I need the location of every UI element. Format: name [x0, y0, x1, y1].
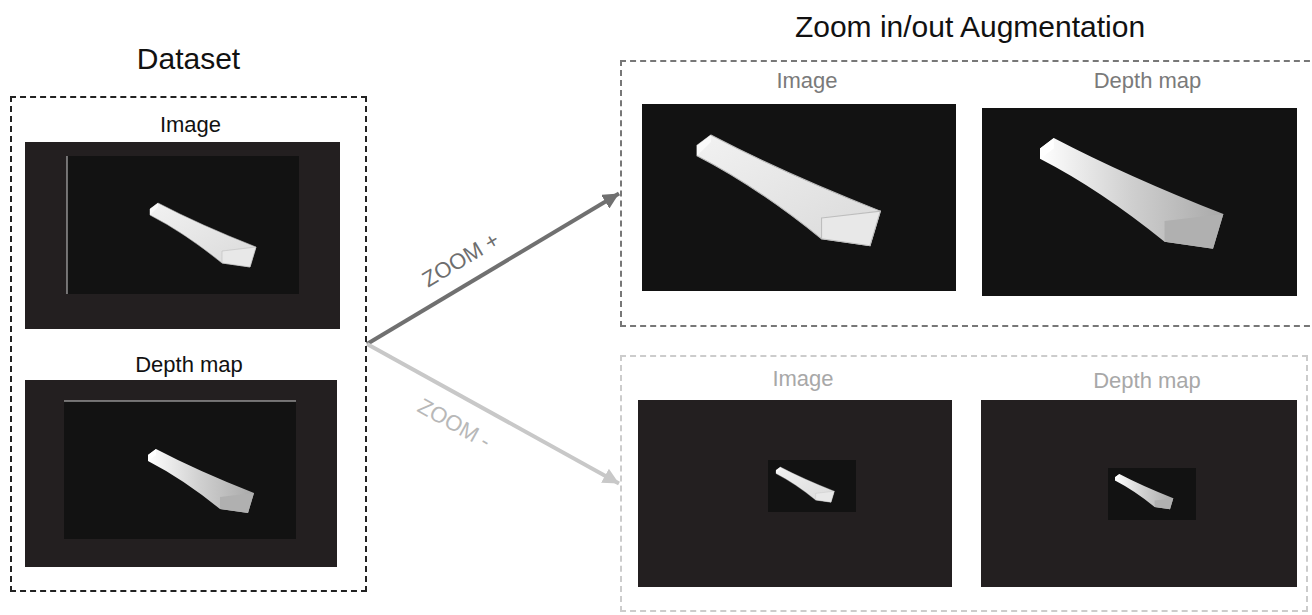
zoom-arrow: [367, 344, 619, 484]
depth-panel: Depth map: [981, 366, 1312, 588]
zoom-arrow: [367, 194, 619, 345]
panel-label: Image: [25, 112, 356, 137]
image-panel: Image: [642, 66, 972, 292]
beam-render: [697, 135, 880, 246]
beam-render: [776, 467, 834, 502]
zoom-out-group: ImageDepth map: [620, 355, 1308, 612]
panel-label: Depth map: [981, 368, 1312, 393]
image-area: [642, 104, 956, 291]
image-area: [67, 156, 299, 294]
depth-area: [1108, 468, 1196, 520]
image-panel: Image: [25, 110, 356, 330]
beam-depth: [148, 449, 254, 513]
group-heading: Zoom in/out Augmentation: [622, 10, 1312, 45]
image-frame: [25, 142, 340, 329]
image-area: [768, 460, 856, 512]
image-panel: Image: [638, 364, 968, 588]
panel-label: Depth map: [982, 68, 1312, 93]
depth-panel: Depth map: [25, 350, 353, 568]
depth-frame: [981, 400, 1297, 587]
depth-panel: Depth map: [982, 66, 1312, 297]
depth-area: [982, 108, 1297, 296]
panel-label: Image: [638, 366, 968, 391]
zoom-in-group: ImageDepth mapZoom in/out Augmentation: [620, 60, 1312, 327]
arrow-label: ZOOM -: [414, 394, 495, 454]
depth-frame: [25, 380, 337, 567]
group-heading: Dataset: [12, 42, 365, 77]
panel-label: Image: [642, 68, 972, 93]
beam-depth: [1115, 474, 1173, 509]
depth-area: [64, 401, 296, 539]
panel-label: Depth map: [25, 352, 353, 377]
beam-render: [150, 203, 256, 267]
arrow-label: ZOOM +: [418, 228, 503, 292]
beam-depth: [1040, 138, 1223, 249]
image-frame: [638, 400, 952, 587]
dataset-group: ImageDepth mapDataset: [10, 96, 367, 592]
